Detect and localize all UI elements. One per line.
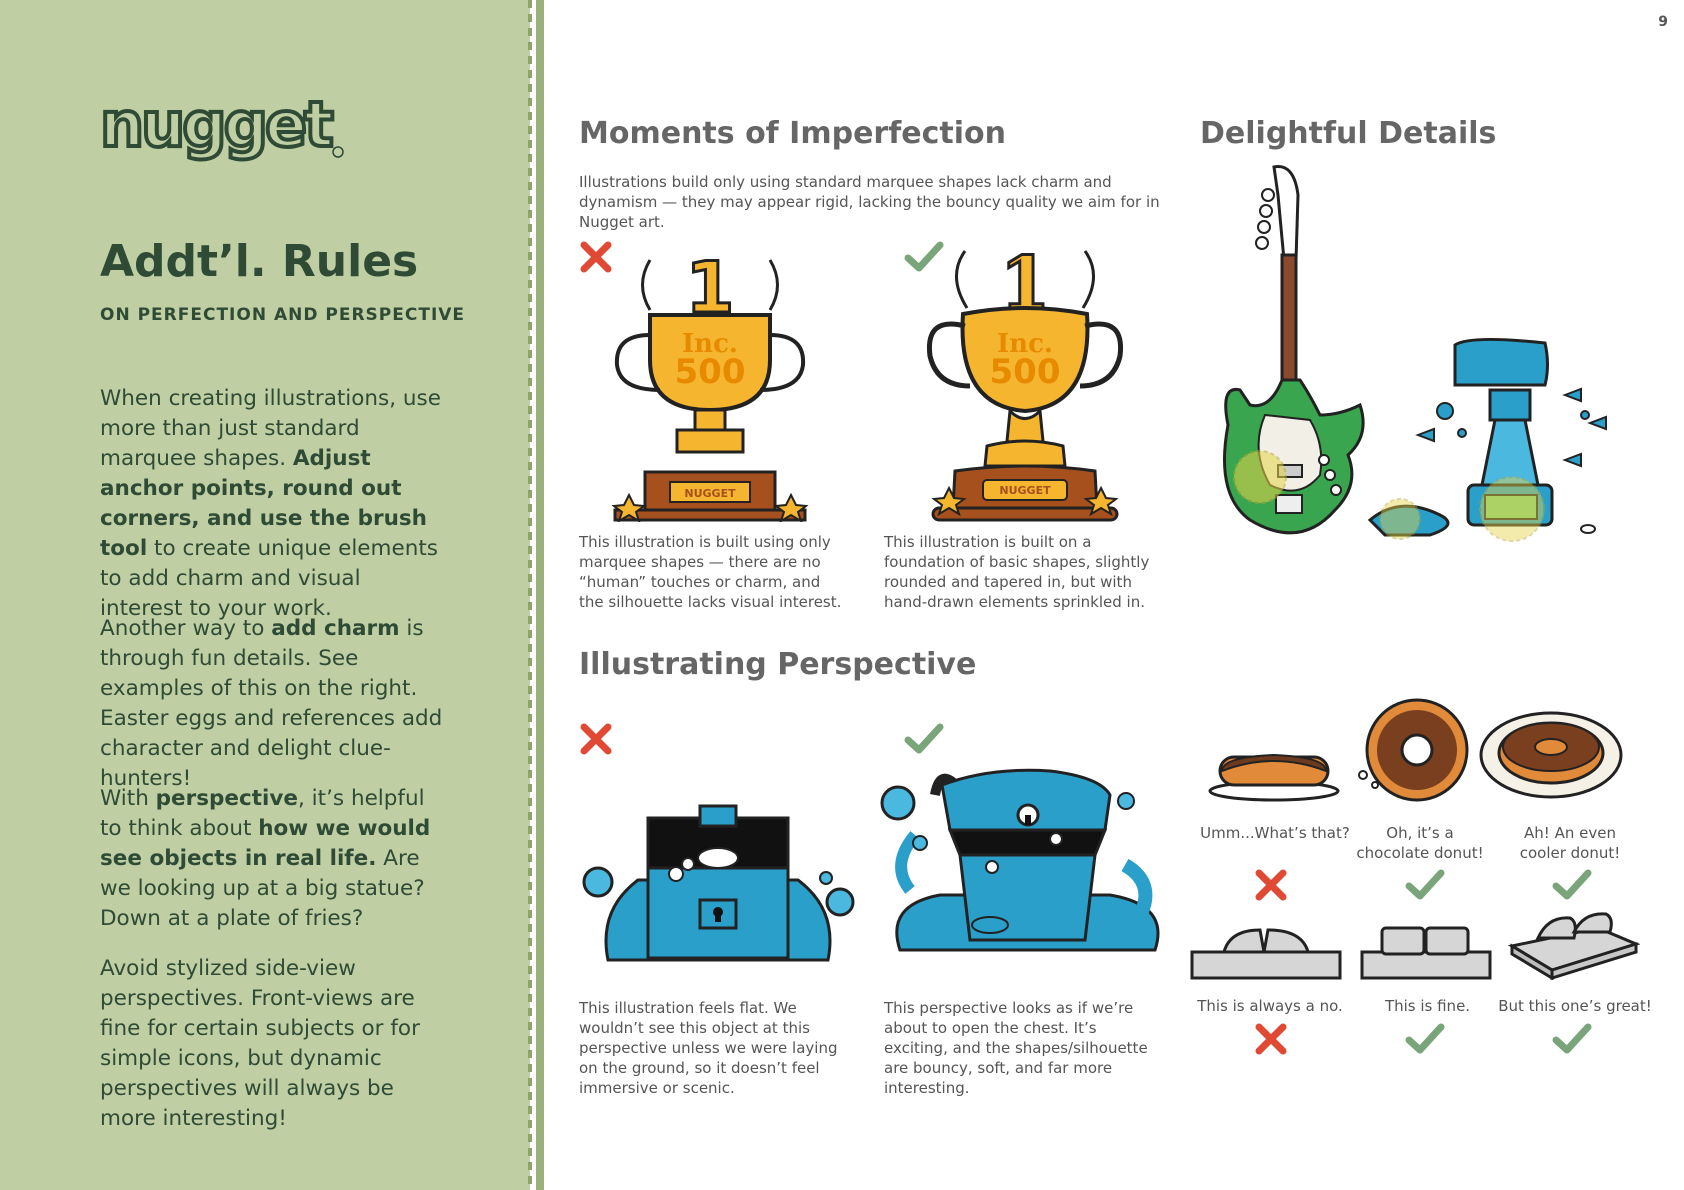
body-text: When creating illustrations, use more th… xyxy=(100,386,441,471)
chest-good-caption: This perspective looks as if we’re about… xyxy=(884,999,1148,1097)
body-text: Are we looking up at a big statue? Down … xyxy=(100,846,425,931)
body-text: Another way to xyxy=(100,616,272,641)
body-text: , it’s helpful to think about xyxy=(100,786,425,841)
section-heading-details: Delightful Details xyxy=(1200,116,1497,151)
trophy-brand-label: Inc. xyxy=(682,329,738,359)
trophy-refined-illustration: 1 Inc. 500 NUGGET xyxy=(926,239,1124,522)
sidebar-paragraph-3: With perspective, it’s helpful to think … xyxy=(100,784,445,934)
emphasis-text: perspective xyxy=(155,786,298,811)
guitar-and-aquarium-illustration xyxy=(1222,165,1607,542)
trophy-plate-label: NUGGET xyxy=(684,487,736,500)
trophy-bad-caption: This illustration is built using only ma… xyxy=(579,533,842,611)
imperfection-intro: Illustrations build only using standard … xyxy=(579,173,1160,231)
chest-flat-illustration xyxy=(582,804,855,962)
couch-flat-illustration xyxy=(1190,928,1342,980)
sidebar-divider xyxy=(536,0,544,1190)
trophy-value-label: 500 xyxy=(675,352,746,392)
x-mark-icon xyxy=(1255,1023,1287,1055)
page-subtitle: ON PERFECTION AND PERSPECTIVE xyxy=(100,305,466,325)
body-text: to create unique elements to add charm a… xyxy=(100,536,438,621)
couch-perspective-illustration xyxy=(1508,912,1640,980)
couch-label-1: This is always a no. xyxy=(1197,997,1343,1015)
x-mark-icon xyxy=(580,241,612,273)
dashed-stitch-divider xyxy=(528,0,532,1190)
donut-side-view-illustration xyxy=(1208,753,1340,802)
check-mark-icon xyxy=(904,723,944,754)
section-heading-perspective: Illustrating Perspective xyxy=(579,647,977,682)
page-title: Addt’l. Rules xyxy=(100,236,419,287)
couch-label-2: This is fine. xyxy=(1384,997,1471,1015)
body-text: Avoid stylized side-view perspectives. F… xyxy=(100,956,420,1131)
check-mark-icon xyxy=(1405,1023,1445,1054)
emphasis-text: Adjust anchor points, round out corners,… xyxy=(100,446,427,561)
trophy-value-label-refined: 500 xyxy=(990,352,1061,392)
trophy-plate-label-refined: NUGGET xyxy=(999,484,1051,497)
emphasis-text: how we would see objects in real life. xyxy=(100,816,431,871)
donut-label-1: Umm...What’s that? xyxy=(1200,824,1350,842)
donut-angled-view-illustration xyxy=(1479,711,1623,799)
trophy-marquee-illustration: 1 Inc. 500 NUGGET xyxy=(611,246,809,522)
donut-label-3: Ah! An even cooler donut! xyxy=(1519,824,1621,862)
emphasis-text: add charm xyxy=(271,616,400,641)
page-number: 9 xyxy=(1658,14,1668,30)
body-text: is through fun details. See examples of … xyxy=(100,616,443,791)
check-mark-icon xyxy=(904,241,944,272)
sidebar-panel xyxy=(0,0,530,1190)
sidebar-paragraph-1: When creating illustrations, use more th… xyxy=(100,384,445,624)
body-text: With xyxy=(100,786,156,811)
couch-front-illustration xyxy=(1360,926,1492,980)
donut-label-2: Oh, it’s a chocolate donut! xyxy=(1356,824,1484,862)
trophy-brand-label-refined: Inc. xyxy=(997,329,1053,359)
couch-label-3: But this one’s great! xyxy=(1498,997,1652,1015)
sidebar-paragraph-2: Another way to add charm is through fun … xyxy=(100,614,445,794)
check-mark-icon xyxy=(1552,869,1592,900)
check-mark-icon xyxy=(1405,869,1445,900)
nugget-logo: nugget xyxy=(98,88,344,163)
trophy-good-caption: This illustration is built on a foundati… xyxy=(884,533,1150,611)
check-mark-icon xyxy=(1552,1023,1592,1054)
sidebar-paragraph-4: Avoid stylized side-view perspectives. F… xyxy=(100,954,445,1134)
donut-top-view-illustration xyxy=(1358,698,1469,802)
x-mark-icon xyxy=(1255,869,1287,901)
section-heading-imperfection: Moments of Imperfection xyxy=(579,116,1006,151)
x-mark-icon xyxy=(580,723,612,755)
chest-bad-caption: This illustration feels flat. We wouldn’… xyxy=(579,999,838,1097)
logo-wordmark: nugget xyxy=(100,88,333,161)
chest-perspective-illustration xyxy=(880,768,1160,952)
